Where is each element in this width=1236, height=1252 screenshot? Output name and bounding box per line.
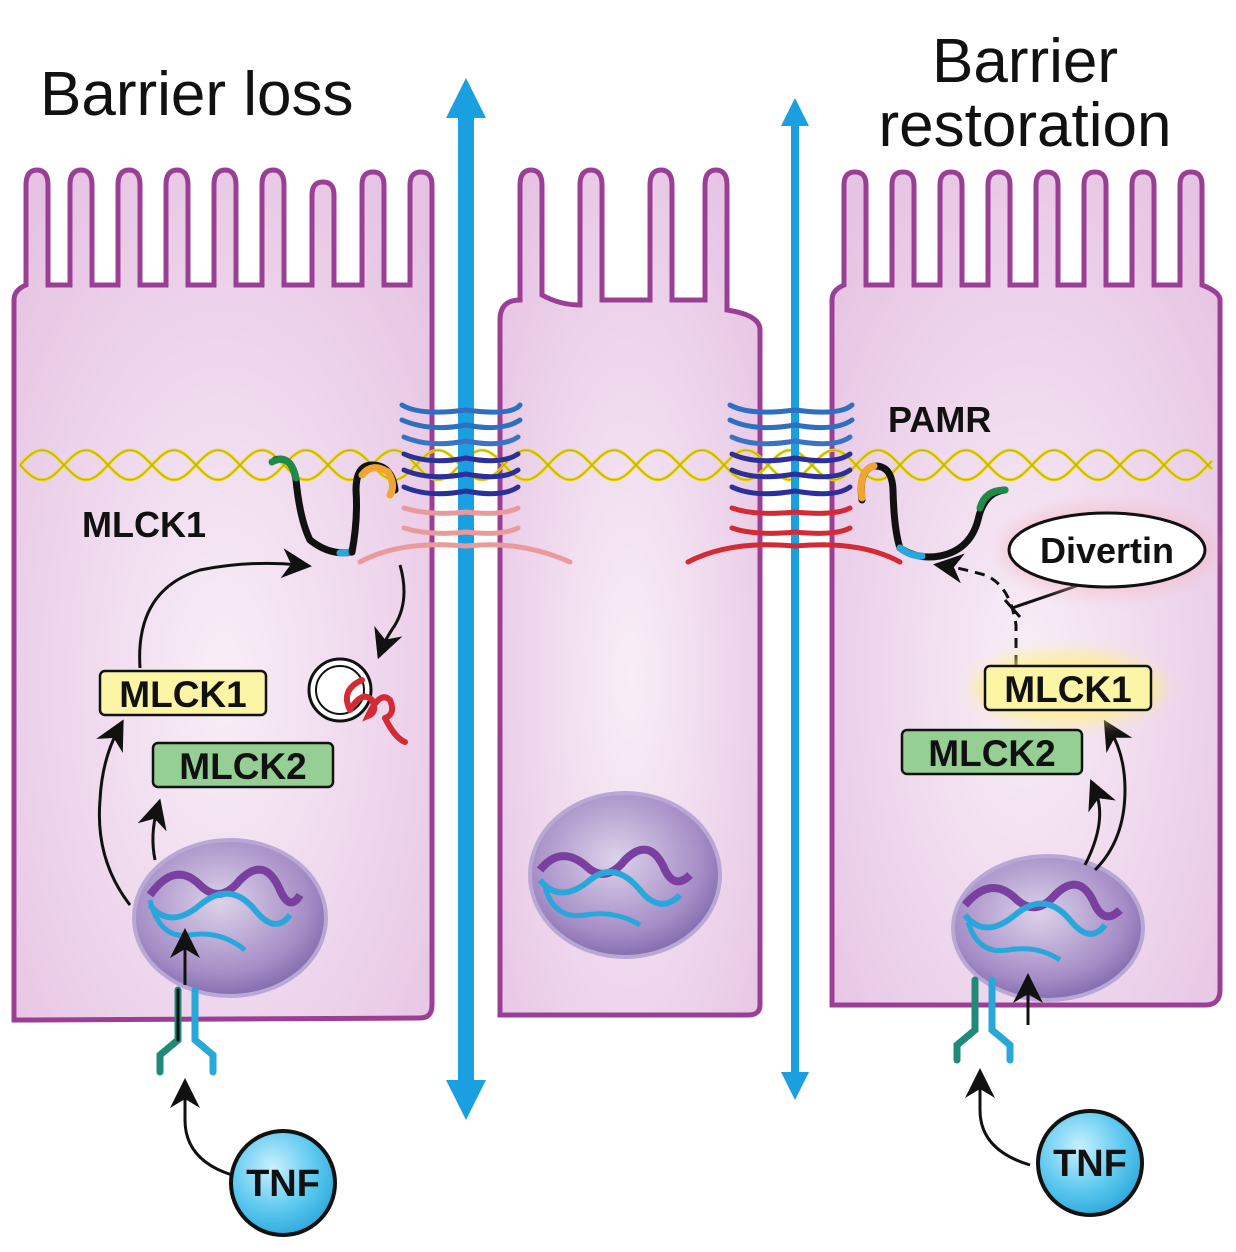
divertin-oval: Divertin — [1007, 511, 1207, 589]
tnf-receptor-right — [953, 976, 1014, 1064]
mlck1-molecule-right — [857, 462, 1009, 561]
nucleus-left — [132, 838, 328, 998]
mlck2-box-right: MLCK2 — [900, 728, 1084, 776]
mlck2-box-left: MLCK2 — [151, 741, 335, 789]
internalized-occludin — [344, 677, 408, 745]
paracellular-flux-arrow-left — [446, 78, 486, 1120]
endocytic-vesicle — [307, 657, 373, 723]
middle-epithelial-cell — [497, 167, 763, 1018]
svg-text:MLCK2: MLCK2 — [179, 746, 306, 787]
mlck1-box-left: MLCK1 — [98, 669, 268, 717]
pamr-label: PAMR — [888, 399, 991, 440]
title-barrier-restoration-line1: Barrier — [932, 27, 1118, 96]
svg-text:MLCK2: MLCK2 — [928, 733, 1055, 774]
tight-junction-left — [357, 402, 573, 565]
actin-filament — [18, 448, 1214, 482]
mlck1-box-right: MLCK1 — [983, 664, 1153, 712]
title-barrier-loss: Barrier loss — [40, 60, 354, 129]
svg-text:MLCK1: MLCK1 — [119, 674, 246, 715]
right-epithelial-cell — [829, 169, 1223, 1008]
mlck1-molecule-left — [268, 455, 399, 557]
mlck1-label-left: MLCK1 — [82, 504, 206, 545]
title-barrier-restoration-line2: restoration — [879, 91, 1172, 160]
tnf-ligand-right: TNF — [1036, 1109, 1144, 1217]
divertin-label: Divertin — [1040, 530, 1174, 571]
nucleus-right — [951, 854, 1145, 1002]
tnf-binding-arrows — [170, 1068, 1031, 1177]
signaling-arrows-left — [96, 548, 406, 985]
tight-junction-right — [685, 402, 903, 565]
paracellular-flux-arrow-right — [781, 98, 809, 1100]
tnf-ligand-left: TNF — [229, 1129, 337, 1237]
tnf-receptor-left — [156, 986, 217, 1076]
nucleus-middle — [528, 791, 722, 959]
svg-text:MLCK1: MLCK1 — [1004, 669, 1131, 710]
tnf-label-left: TNF — [246, 1163, 320, 1205]
tnf-label-right: TNF — [1053, 1143, 1127, 1185]
left-epithelial-cell — [11, 167, 435, 1023]
